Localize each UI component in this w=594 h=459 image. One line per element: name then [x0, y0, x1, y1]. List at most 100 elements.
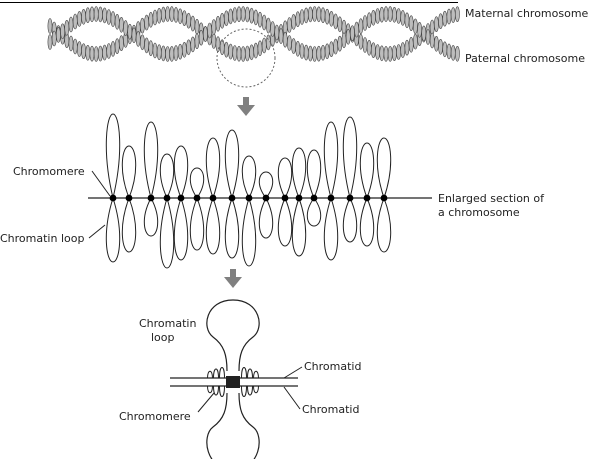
down-arrow-1 [237, 97, 255, 116]
paternal-strand-bead [433, 35, 439, 52]
chromomere-label: Chromomere [13, 165, 85, 178]
maternal-strand-bead [98, 45, 103, 62]
maternal-strand-bead [102, 44, 107, 61]
maternal-strand-bead [232, 45, 238, 61]
maternal-strand-bead [379, 45, 385, 62]
paternal-strand-bead [328, 41, 334, 58]
maternal-strand-bead [186, 12, 191, 29]
paternal-chromosome-label: Paternal chromosome [465, 52, 585, 65]
paternal-strand-bead [307, 45, 313, 62]
paternal-strand-bead [110, 11, 116, 27]
small-loop-up [213, 368, 219, 379]
paternal-strand-bead [412, 18, 418, 35]
chromatin-loop-up [159, 153, 175, 199]
paternal-strand-bead [358, 18, 364, 35]
paternal-strand-bead [274, 24, 280, 41]
paternal-strand-bead [152, 42, 158, 59]
maternal-strand-bead [223, 41, 229, 58]
small-loops [207, 367, 259, 397]
chromomere-dot [380, 194, 388, 202]
chromatin-loop-up [105, 113, 121, 199]
paternal-strand-bead [228, 8, 233, 25]
maternal-strand-bead [261, 37, 267, 54]
paternal-strand-bead [253, 9, 259, 26]
paternal-strand-bead [123, 20, 128, 36]
maternal-strand-bead [47, 18, 53, 34]
chromomere-dot [209, 194, 217, 202]
chromatin-loop-down [359, 197, 375, 247]
chromatin-loop-up [121, 145, 137, 199]
paternal-strand-bead [337, 35, 343, 52]
paternal-strand-bead [81, 8, 86, 25]
chromomere-dot [295, 194, 303, 202]
maternal-strand-bead [391, 45, 397, 62]
paternal-strand-bead [194, 33, 200, 50]
paternal-strand-bead [169, 46, 175, 62]
small-loop-up [207, 370, 213, 379]
chromomere-dot [125, 194, 133, 202]
chromatin-loop-up [258, 171, 274, 199]
enlarged-section-label-line2: a chromosome [438, 206, 520, 219]
paternal-strand-bead [240, 6, 246, 22]
chromatid-label-top: Chromatid [304, 360, 361, 373]
small-loop-down [247, 385, 253, 396]
chromatin-loop-down [173, 197, 189, 261]
paternal-strand-bead [198, 29, 204, 46]
chromatin-loop-label: Chromatin loop [0, 232, 84, 245]
chromatin-loop-down [323, 197, 339, 261]
down-arrow-2 [224, 269, 242, 288]
paternal-strand-bead [421, 25, 427, 42]
paternal-strand-bead [383, 6, 389, 22]
chromatin-loop-up [173, 145, 189, 199]
maternal-strand-bead [446, 8, 452, 25]
paternal-strand-bead [379, 6, 385, 23]
paternal-strand-bead [47, 34, 53, 50]
paternal-strand-bead [341, 32, 347, 49]
paternal-strand-bead [282, 31, 288, 48]
chromatin-loop-up [189, 167, 205, 199]
maternal-strand-bead [165, 6, 170, 22]
chromatin-loop-up [376, 137, 392, 199]
chromomere-dot [109, 194, 117, 202]
paternal-strand-bead [181, 41, 187, 58]
maternal-strand-bead [194, 18, 200, 35]
chromatin-loop-down [277, 197, 293, 247]
maternal-strand-bead [286, 17, 292, 33]
paternal-strand-bead [333, 38, 338, 55]
small-loop-down [253, 385, 259, 394]
paternal-strand-bead [291, 38, 296, 54]
chromatin-loop-down [291, 197, 307, 257]
maternal-strand-bead [215, 36, 221, 53]
maternal-strand-bead [387, 46, 393, 62]
maternal-strand-bead [152, 9, 158, 26]
paternal-strand-bead [265, 17, 271, 34]
paternal-strand-bead [219, 12, 225, 29]
paternal-strand-bead [211, 19, 217, 35]
central-chromomere [226, 376, 240, 388]
maternal-strand-bead [119, 35, 124, 52]
maternal-strand-bead [333, 13, 338, 30]
paternal-strand-bead [190, 36, 196, 53]
small-loop-down [207, 385, 213, 394]
maternal-strand-bead [438, 13, 443, 30]
paternal-strand-bead [370, 9, 376, 26]
paternal-strand-bead [345, 28, 351, 45]
paternal-strand-bead [450, 45, 456, 61]
chromatid-bottom-leader-line [283, 386, 301, 410]
paternal-strand-bead [77, 11, 82, 27]
paternal-strand-bead [119, 16, 124, 33]
maternal-strand-bead [211, 33, 217, 49]
paternal-strand-bead [60, 23, 65, 40]
chromatin-loop-up [323, 121, 339, 199]
paternal-strand-bead [68, 16, 74, 33]
paternal-strand-bead [144, 37, 149, 54]
paternal-chromosome-strand [47, 6, 460, 62]
paternal-strand-bead [127, 23, 133, 40]
paternal-strand-bead [320, 44, 326, 61]
chromatin-loop-down [105, 197, 121, 263]
maternal-strand-bead [160, 6, 166, 23]
paternal-strand-bead [177, 43, 183, 60]
paternal-strand-bead [114, 13, 120, 30]
maternal-strand-bead [106, 43, 112, 59]
chromatin-loop-label-line1: Chromatin [139, 317, 196, 330]
